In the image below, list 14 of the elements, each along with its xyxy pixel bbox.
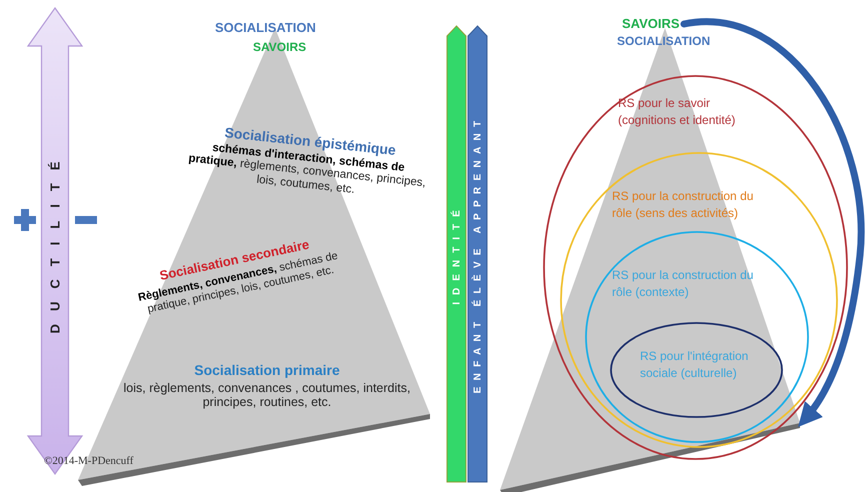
ellipse-label: RS pour l'intégration sociale (culturelle) <box>640 348 750 382</box>
ellipse-label: RS pour la construction du rôle (sens des activités) <box>612 188 754 222</box>
arrow-label: DUCTILITÉ <box>48 148 62 334</box>
label-text: SAVOIRS <box>253 40 306 54</box>
arrow-label: IDENTITÉ <box>451 203 462 305</box>
ellipse-label: RS pour la construction du rôle (contexte) <box>612 267 754 302</box>
copyright-text: ©2014-M-PDencuff <box>44 455 134 467</box>
arrow-label: ENFANT ÉLÈVE APPRENANT <box>472 114 483 394</box>
label-text: SOCIALISATION <box>215 20 316 35</box>
label-text: SOCIALISATION <box>617 34 710 48</box>
section-heading: Socialisation primaire <box>193 362 341 378</box>
curved-arrow <box>680 18 865 428</box>
section-text: lois, règlements, convenances , coutumes, interdits, principes, routines, etc. <box>122 381 412 410</box>
heading-text: SAVOIRS <box>622 16 681 31</box>
